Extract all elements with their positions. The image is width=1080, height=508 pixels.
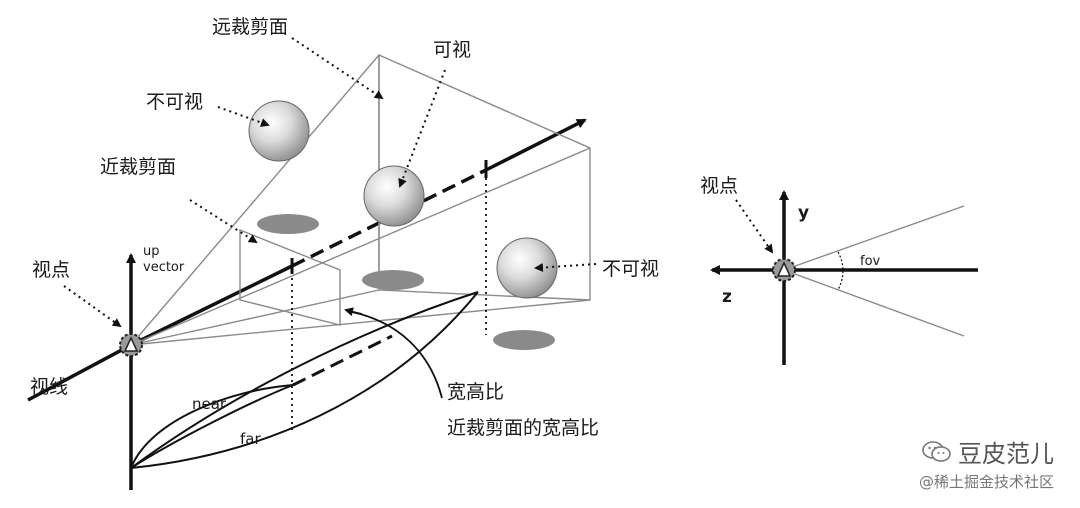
label-y-axis: y xyxy=(798,203,809,223)
watermark: 豆皮范儿 @稀土掘金技术社区 xyxy=(919,434,1054,492)
sphere-not-visible-right xyxy=(496,237,558,299)
near-distance-arc xyxy=(130,384,294,469)
watermark-title-text: 豆皮范儿 xyxy=(958,440,1054,468)
label-line-of-sight: 视线 xyxy=(30,376,68,398)
label-far-clip-plane: 远裁剪面 xyxy=(212,16,288,38)
label-aspect-ratio: 宽高比 xyxy=(447,381,504,403)
label-not-visible-right: 不可视 xyxy=(602,258,659,280)
sphere-not-visible-top xyxy=(248,100,310,162)
sphere-visible xyxy=(363,165,425,227)
label-up: up xyxy=(143,244,160,259)
fov-upper-edge xyxy=(783,205,965,271)
shadow-top xyxy=(257,214,319,234)
side-view: 视点 y z fov xyxy=(700,175,978,365)
frustum-edge-bottom xyxy=(130,299,591,346)
frustum-view: 远裁剪面 可视 不可视 近裁剪面 up vector 视点 不可视 视线 nea… xyxy=(27,16,659,490)
callout-near-plane xyxy=(189,199,258,244)
watermark-title: 豆皮范儿 xyxy=(919,434,1054,469)
label-viewpoint-side: 视点 xyxy=(700,175,738,197)
near-distance-arc-inner xyxy=(130,384,294,469)
near-to-far-dashed xyxy=(292,334,393,387)
viewpoint-eye-icon-side xyxy=(772,258,796,282)
callout-visible xyxy=(398,69,446,188)
far-distance-arc xyxy=(130,291,479,469)
fov-lower-edge xyxy=(783,269,965,337)
callout-viewpoint xyxy=(63,285,122,328)
line-of-sight-tip xyxy=(485,118,587,172)
shadow-center xyxy=(362,270,424,290)
viewpoint-eye-icon xyxy=(119,333,143,357)
frustum-edge-left xyxy=(130,289,380,346)
label-near-plane-aspect-ratio: 近裁剪面的宽高比 xyxy=(447,417,599,439)
label-viewpoint: 视点 xyxy=(32,259,70,281)
label-near-clip-plane: 近裁剪面 xyxy=(100,156,176,178)
label-visible: 可视 xyxy=(433,39,471,61)
label-near: near xyxy=(192,395,227,413)
near-clip-plane xyxy=(239,228,341,326)
label-vector: vector xyxy=(143,260,185,275)
callout-not-visible-right xyxy=(534,263,597,273)
shadow-right xyxy=(493,330,555,350)
line-of-sight-front xyxy=(130,264,293,347)
wechat-icon xyxy=(922,440,951,462)
far-distance-arc-inner xyxy=(130,291,479,469)
callout-far-plane xyxy=(291,37,384,100)
frustum-edge-right xyxy=(130,147,591,346)
watermark-subtitle: @稀土掘金技术社区 xyxy=(918,473,1054,491)
line-of-sight-back xyxy=(27,343,132,402)
label-z-axis: z xyxy=(722,287,732,307)
aspect-ratio-pointer xyxy=(351,311,443,399)
frustum-edge-top xyxy=(130,54,380,346)
label-not-visible-top: 不可视 xyxy=(146,91,203,113)
label-far: far xyxy=(240,430,261,448)
label-fov: fov xyxy=(860,254,881,269)
aspect-ratio-pointer-tip xyxy=(344,307,363,317)
fov-angle-arc xyxy=(837,251,844,291)
callout-viewpoint-side xyxy=(735,199,774,254)
